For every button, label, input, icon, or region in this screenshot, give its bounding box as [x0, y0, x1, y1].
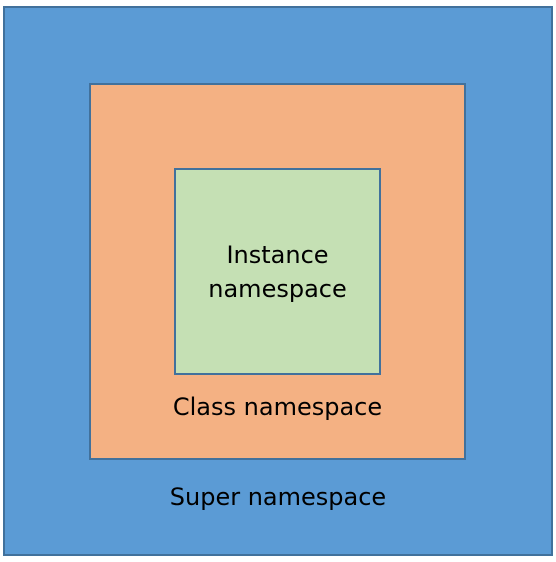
instance-namespace-box [174, 168, 381, 375]
instance-namespace-label-line1: Instance [226, 241, 329, 269]
class-namespace-label: Class namespace [172, 393, 383, 421]
instance-namespace-label: Instance namespace [174, 238, 381, 306]
super-namespace-label: Super namespace [169, 483, 387, 511]
instance-namespace-label-line2: namespace [208, 275, 347, 303]
